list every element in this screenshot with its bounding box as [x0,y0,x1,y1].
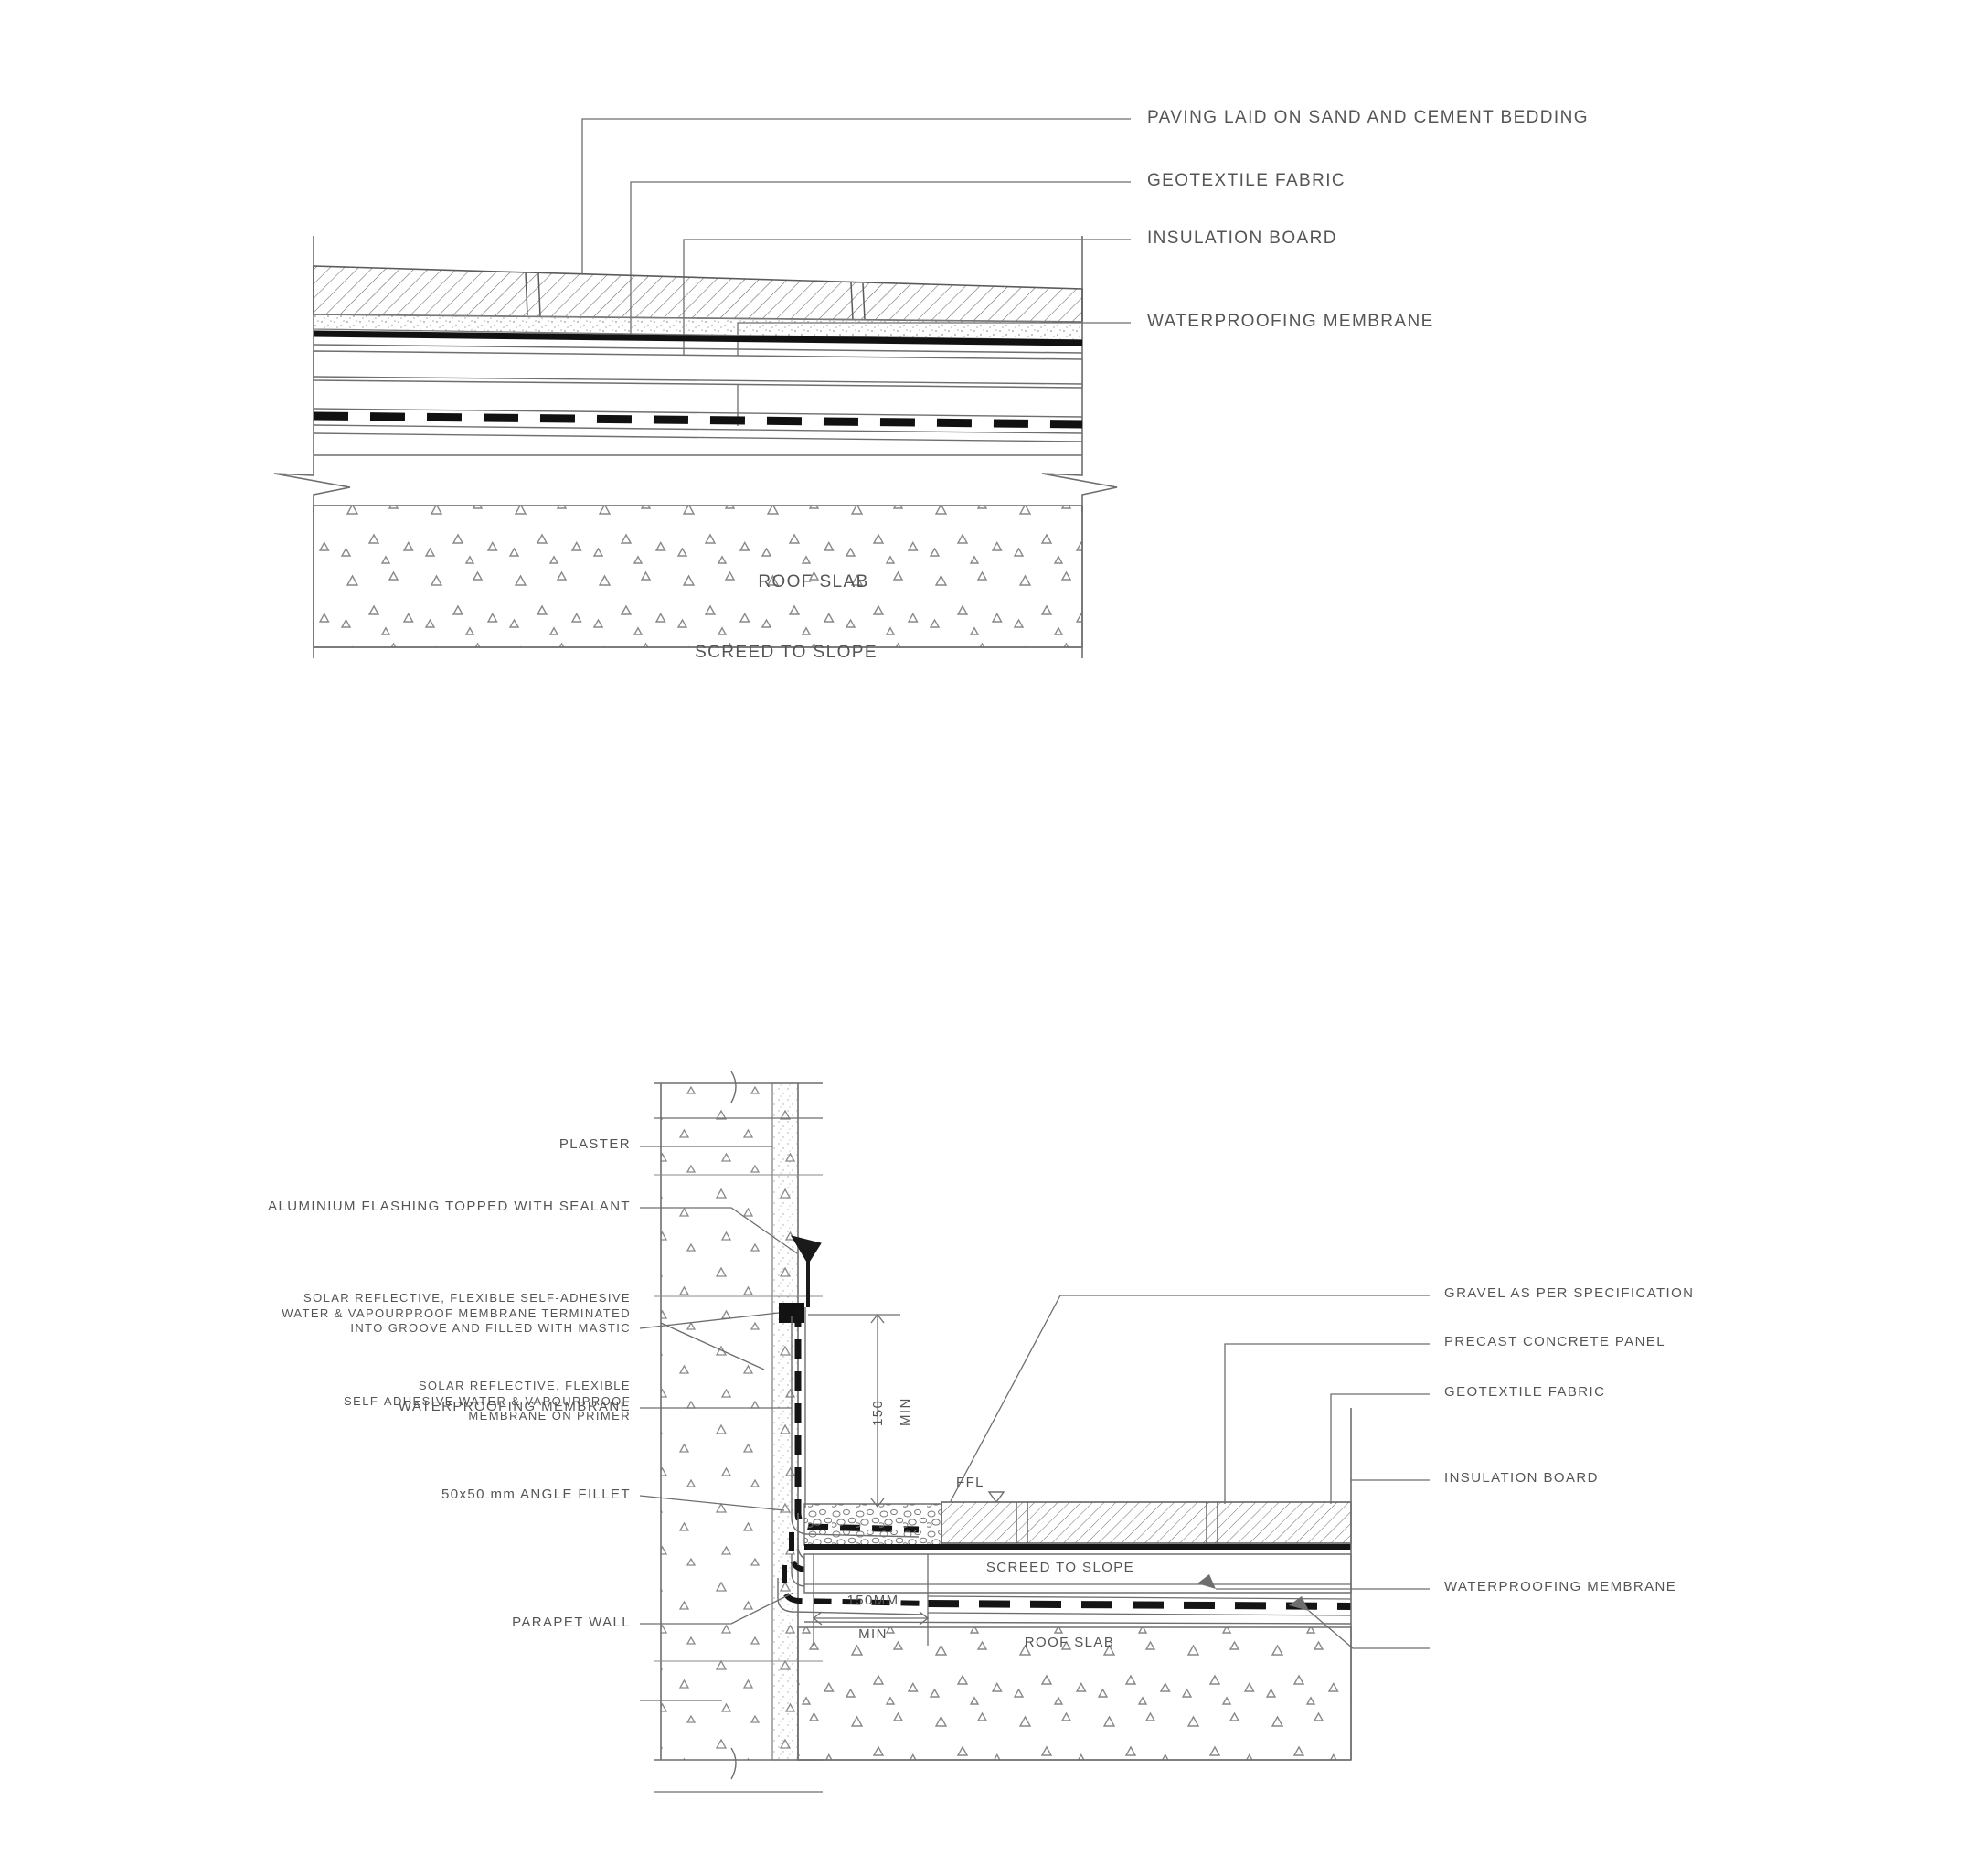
callout-waterproofing-left-label: WATERPROOFING MEMBRANE [398,1399,631,1414]
break-symbol-left [273,455,351,512]
geotextile-fabric-layer [313,330,1083,346]
callout-membrane-terminated-label: SOLAR REFLECTIVE, FLEXIBLE SELF-ADHESIVE… [282,1291,631,1336]
gravel-layer [803,1503,942,1546]
waterproofing-membrane-lower [927,1600,1352,1610]
callout-plaster-label: PLASTER [558,1136,631,1152]
dim-150-note: MIN [898,1397,913,1426]
insulation-board-layer [313,350,1083,389]
waterproofing-membrane-layer [313,411,1083,429]
dim-150-value: 150 [870,1399,886,1426]
break-symbol-right [1041,455,1118,512]
ffl-label: FFL [956,1475,984,1490]
ffl-marker [987,1491,1005,1504]
upper-detail-group [273,118,1131,658]
callout-insulation-lower-label: INSULATION BOARD [1444,1470,1599,1486]
callout-geotextile-lower-label: GEOTEXTILE FABRIC [1444,1384,1606,1400]
callout-aluminium-flashing-label: ALUMINIUM FLASHING TOPPED WITH SEALANT [268,1199,631,1214]
screed-to-slope-label-upper: SCREED TO SLOPE [695,643,878,662]
callout-precast-panel-label: PRECAST CONCRETE PANEL [1444,1334,1665,1349]
dim-upstand-150 [808,1313,900,1508]
leader-arrow-insulation [1197,1574,1216,1589]
roof-slab-label-upper: ROOF SLAB [758,572,869,592]
parapet-chamfer [660,1322,765,1370]
precast-panel-joints [1016,1502,1218,1543]
dim-150mm-value: 150MM [846,1593,899,1608]
callout-angle-fillet-label: 50x50 mm ANGLE FILLET [441,1487,631,1502]
lower-leader-lines-left [639,1146,798,1701]
dim-150mm-note: MIN [858,1626,888,1642]
callout-gravel-label: GRAVEL AS PER SPECIFICATION [1444,1285,1695,1301]
callout-membrane-on-primer-label: SOLAR REFLECTIVE, FLEXIBLE SELF-ADHESIVE… [344,1379,631,1423]
callout-waterproofing-label: WATERPROOFING MEMBRANE [1147,312,1434,331]
callout-insulation-label: INSULATION BOARD [1147,229,1337,248]
callout-paving-label: PAVING LAID ON SAND AND CEMENT BEDDING [1147,108,1589,127]
screed-to-slope-label-lower: SCREED TO SLOPE [985,1560,1135,1575]
callout-parapet-wall-label: PARAPET WALL [512,1615,631,1630]
break-symbol-wall-bottom [730,1747,737,1780]
leader-arrow-waterproofing [1289,1596,1309,1611]
paving-joints [525,272,866,321]
precast-concrete-panel [941,1501,1352,1544]
dim-lap-150mm [812,1554,930,1646]
lower-leader-lines-right [950,1295,1430,1649]
lower-detail-group [639,1071,1430,1793]
roof-slab-label-lower: ROOF SLAB [1024,1635,1115,1650]
roof-slab-lower [797,1626,1352,1761]
plaster-layer [771,1082,799,1761]
callout-waterproofing-right-label: WATERPROOFING MEMBRANE [1444,1579,1677,1594]
paving-layer [313,265,1083,323]
break-symbol-wall-top [730,1071,737,1103]
callout-geotextile-label: GEOTEXTILE FABRIC [1147,171,1346,190]
